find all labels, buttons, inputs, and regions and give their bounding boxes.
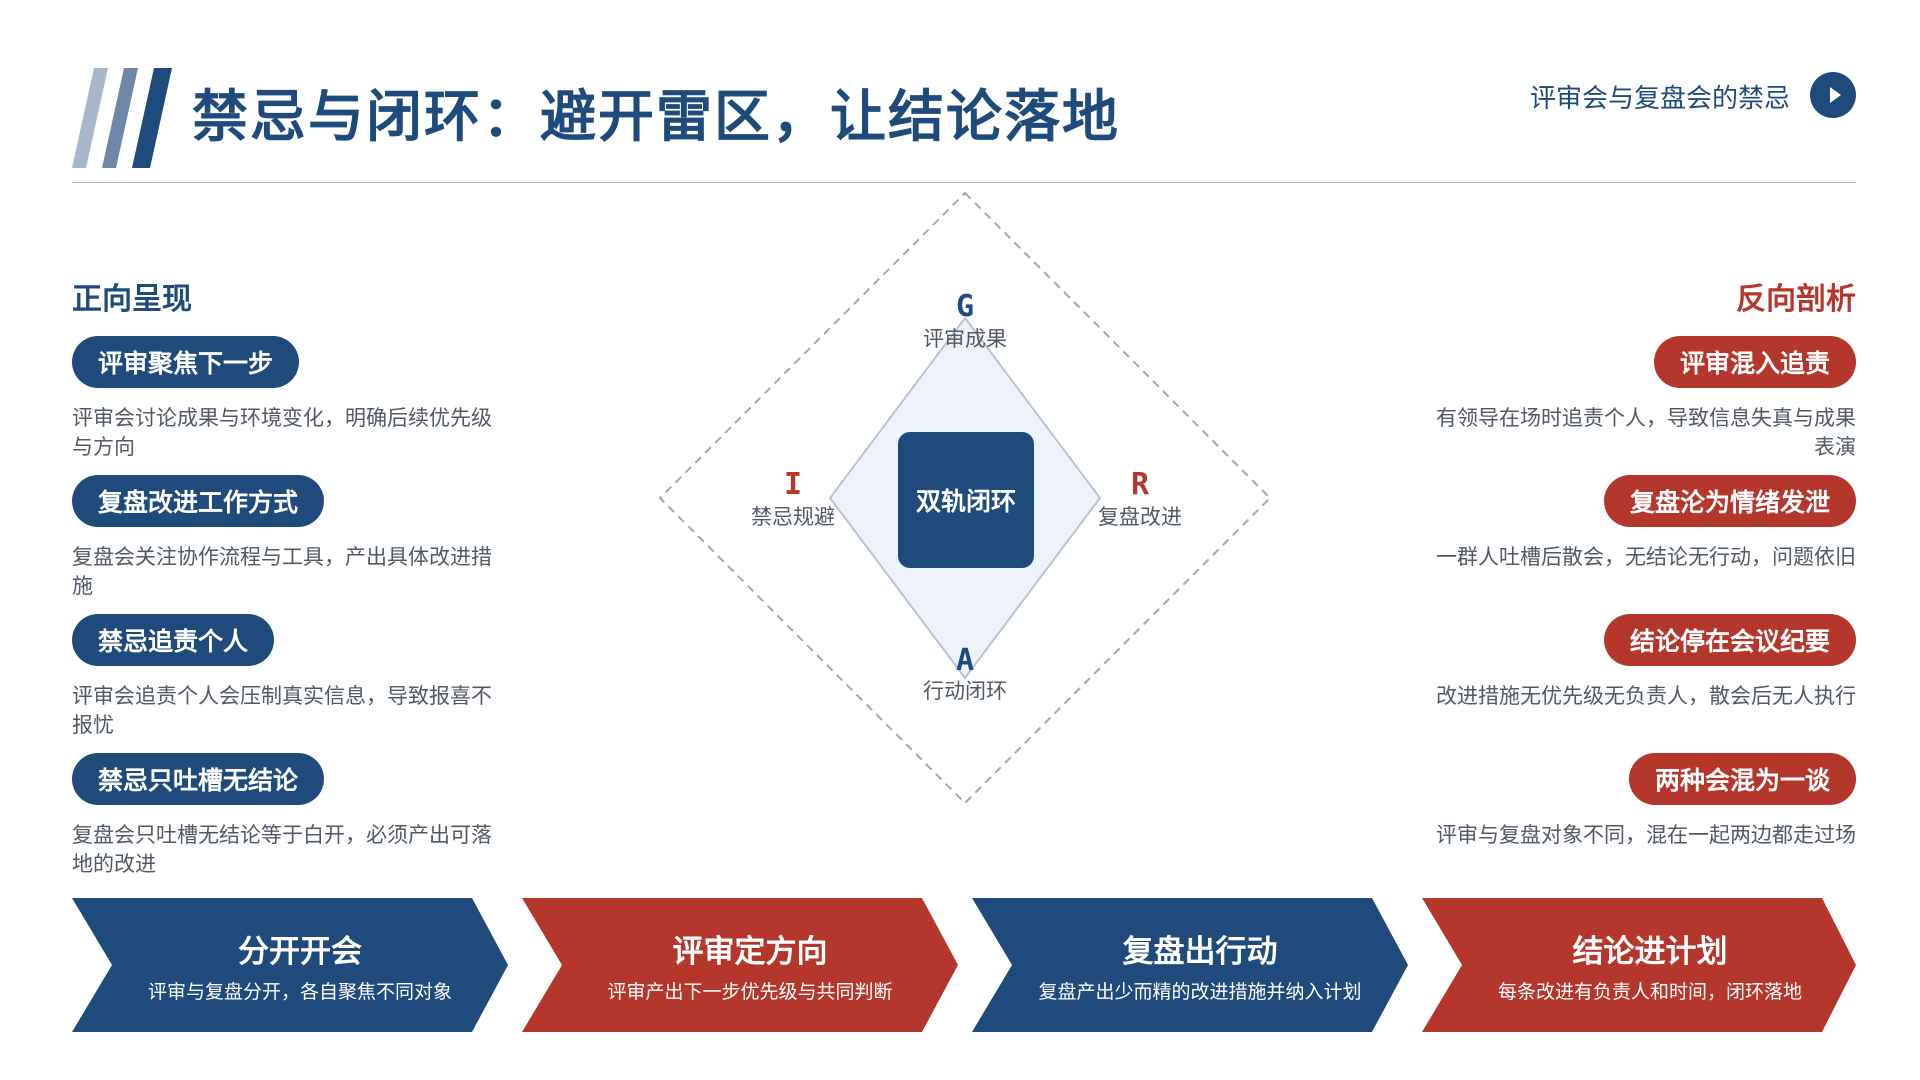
step-3: 复盘出行动 复盘产出少而精的改进措施并纳入计划 — [1012, 898, 1388, 1032]
left-column-heading: 正向呈现 — [72, 282, 192, 317]
step-3-title: 复盘出行动 — [1122, 934, 1278, 970]
right-desc-4: 评审与复盘对象不同，混在一起两边都走过场 — [1436, 823, 1856, 847]
right-column-heading: 反向剖析 — [1736, 282, 1856, 317]
chevron-step-4 — [1422, 898, 1856, 1032]
step-1-title: 分开开会 — [238, 934, 362, 970]
step-4: 结论进计划 每条改进有负责人和时间，闭环落地 — [1462, 898, 1838, 1032]
outer-dashed-diamond — [658, 191, 1272, 805]
right-letter: R — [1131, 467, 1150, 502]
step-1: 分开开会 评审与复盘分开，各自聚焦不同对象 — [112, 898, 488, 1032]
header-divider — [72, 182, 1856, 183]
left-pill-2: 复盘改进工作方式 — [72, 475, 325, 527]
topic-label: 评审会与复盘会的禁忌 — [1529, 84, 1790, 114]
left-desc-1: 评审会讨论成果与环境变化，明确后续优先级与方向 — [72, 406, 492, 459]
chevron-step-1 — [72, 898, 508, 1032]
chevron-step-3 — [972, 898, 1408, 1032]
center-box: 双轨闭环 — [898, 432, 1034, 568]
chevron-step-2 — [522, 898, 958, 1032]
left-pill-4: 禁忌只吐槽无结论 — [72, 753, 325, 805]
title-stripes-decoration — [72, 68, 172, 168]
process-steps: 分开开会 评审与复盘分开，各自聚焦不同对象 评审定方向 评审产出下一步优先级与共… — [72, 898, 1856, 1032]
step-4-sub: 每条改进有负责人和时间，闭环落地 — [1497, 981, 1802, 1003]
step-3-sub: 复盘产出少而精的改进措施并纳入计划 — [1038, 981, 1362, 1003]
bottom-label: 行动闭环 — [923, 679, 1007, 703]
page-title: 禁忌与闭环：避开雷区，让结论落地 — [192, 85, 1120, 150]
step-2-sub: 评审产出下一步优先级与共同判断 — [607, 981, 893, 1003]
right-pill-3: 结论停在会议纪要 — [1603, 614, 1856, 666]
left-pill-1: 评审聚焦下一步 — [72, 336, 300, 388]
top-label: 评审成果 — [923, 327, 1007, 351]
right-desc-2: 一群人吐槽后散会，无结论无行动，问题依旧 — [1436, 545, 1856, 569]
right-pill-2: 复盘沦为情绪发泄 — [1603, 475, 1856, 527]
top-letter: G — [956, 289, 974, 324]
step-4-title: 结论进计划 — [1572, 934, 1728, 970]
step-1-sub: 评审与复盘分开，各自聚焦不同对象 — [147, 981, 452, 1003]
right-desc-3: 改进措施无优先级无负责人，散会后无人执行 — [1436, 684, 1856, 708]
left-desc-2: 复盘会关注协作流程与工具，产出具体改进措施 — [72, 545, 492, 598]
right-label: 复盘改进 — [1098, 505, 1182, 529]
left-pill-3: 禁忌追责个人 — [72, 614, 275, 666]
right-desc-1: 有领导在场时追责个人，导致信息失真与成果表演 — [1436, 406, 1856, 459]
left-desc-3: 评审会追责个人会压制真实信息，导致报喜不报忧 — [72, 684, 492, 737]
left-desc-4: 复盘会只吐槽无结论等于白开，必须产出可落地的改进 — [72, 823, 492, 876]
left-letter: I — [784, 467, 802, 502]
right-pill-1: 评审混入追责 — [1653, 336, 1856, 388]
right-pill-4: 两种会混为一谈 — [1628, 753, 1856, 805]
left-label: 禁忌规避 — [751, 505, 835, 529]
play-next-button[interactable] — [1810, 72, 1856, 118]
step-2: 评审定方向 评审产出下一步优先级与共同判断 — [562, 898, 938, 1032]
step-2-title: 评审定方向 — [672, 934, 828, 970]
bottom-letter: A — [956, 643, 974, 678]
chevron-shapes — [72, 898, 1856, 1032]
